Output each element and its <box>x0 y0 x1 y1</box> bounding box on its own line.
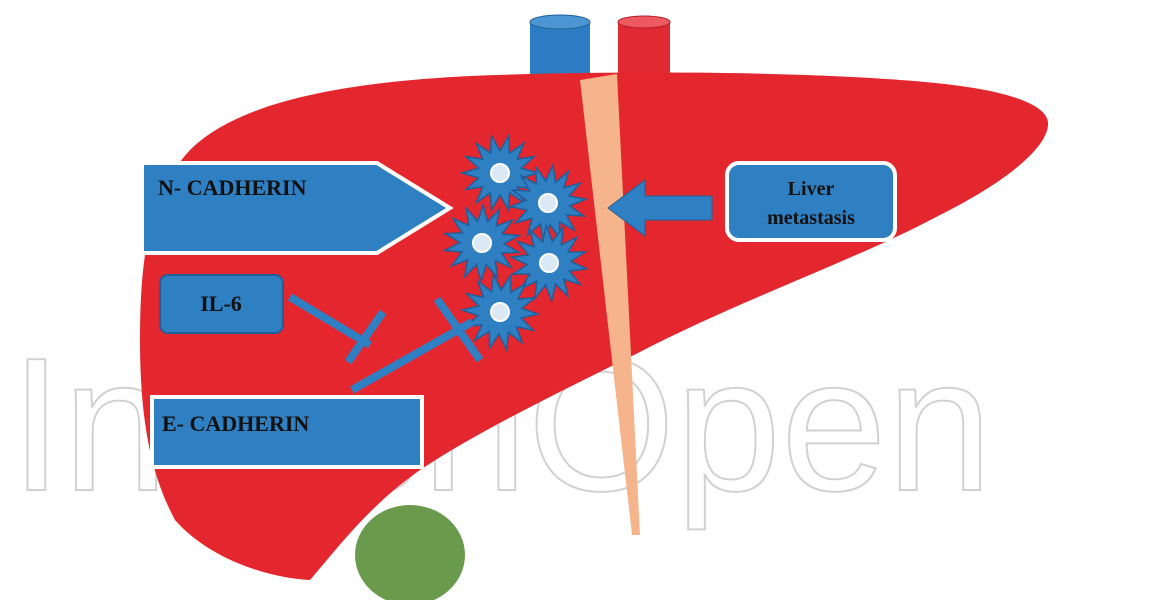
cell-nucleus <box>491 164 509 182</box>
il6-text: IL-6 <box>200 291 242 316</box>
artery-top <box>618 16 670 28</box>
liver-metastasis-line1: Liver <box>788 178 835 200</box>
blood-vessels <box>530 15 670 82</box>
cell-nucleus <box>539 194 557 212</box>
vein-top <box>530 15 590 29</box>
n-cadherin-text: N- CADHERIN <box>158 175 307 200</box>
liver-metastasis-label: Liver metastasis <box>727 163 895 240</box>
liver-metastasis-line2: metastasis <box>767 207 855 229</box>
e-cadherin-label: E- CADHERIN <box>152 397 422 467</box>
vein-icon <box>530 22 590 82</box>
e-cadherin-text: E- CADHERIN <box>162 411 309 436</box>
cell-nucleus <box>540 254 558 272</box>
cell-nucleus <box>491 303 509 321</box>
cell-nucleus <box>473 234 491 252</box>
il6-label: IL-6 <box>160 275 283 333</box>
